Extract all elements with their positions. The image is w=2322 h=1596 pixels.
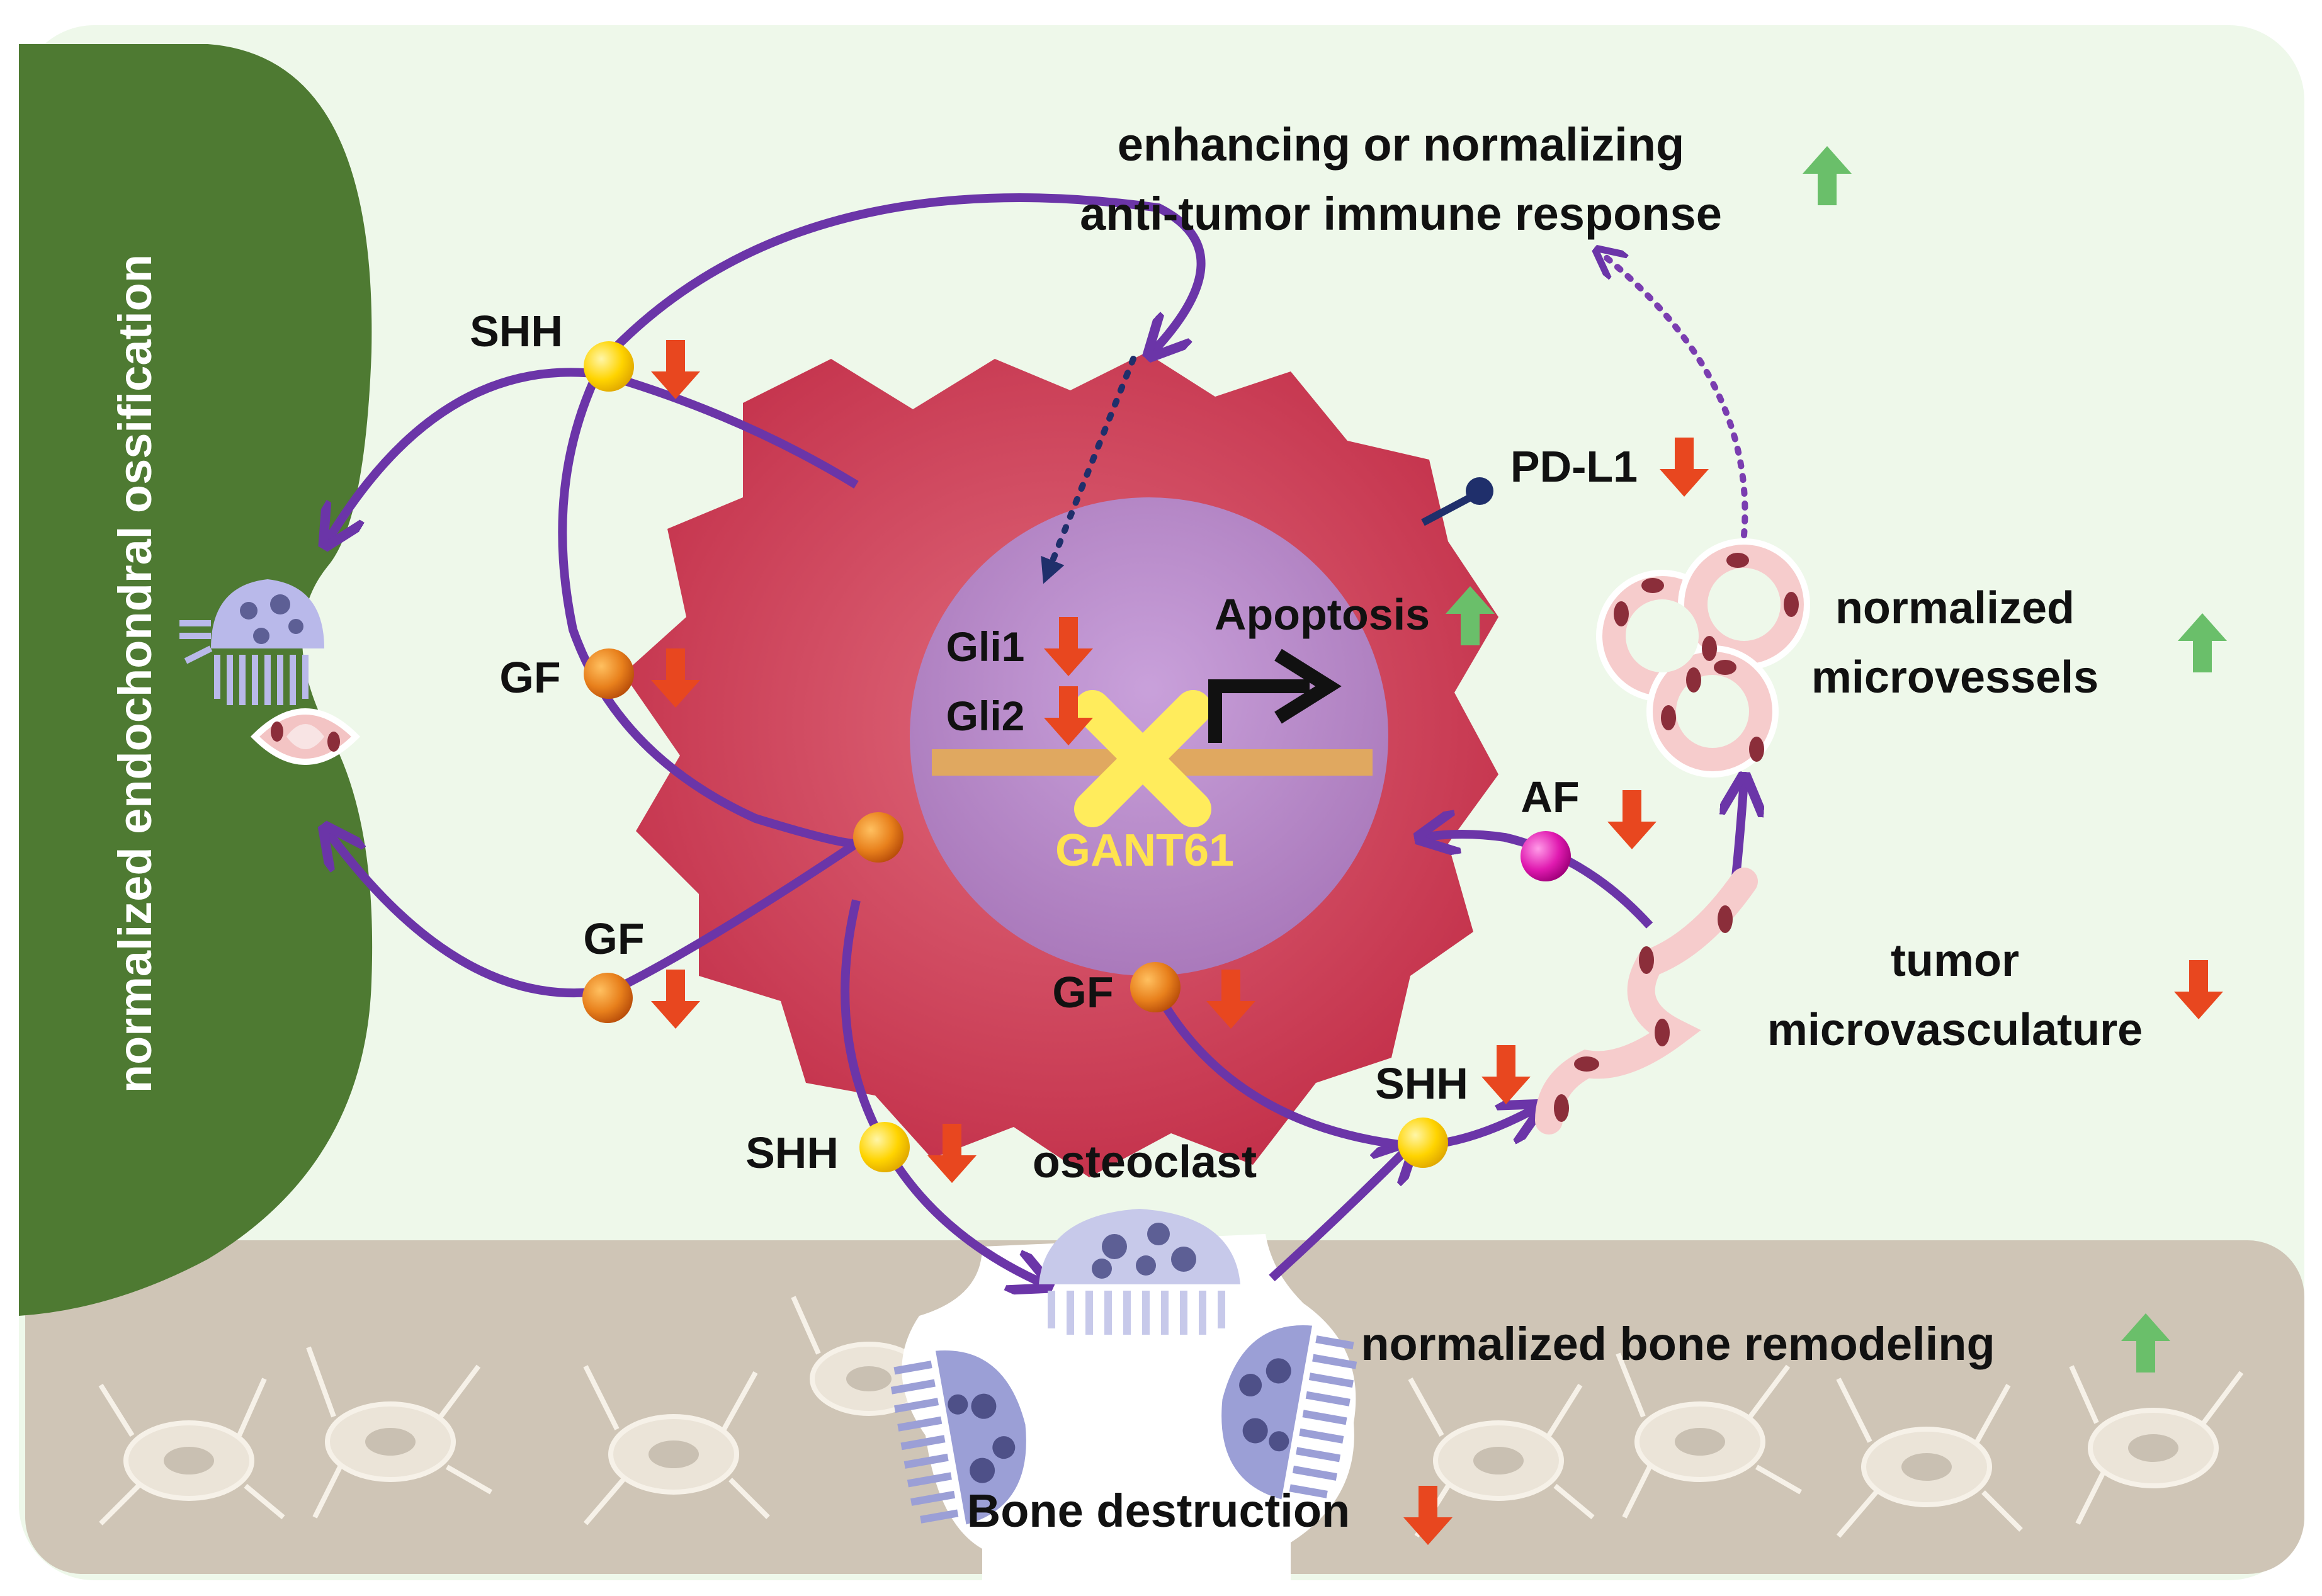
red-down-arrow-icon bbox=[1660, 438, 1709, 497]
red-down-arrow-icon bbox=[1044, 686, 1093, 745]
af-label: AF bbox=[1521, 773, 1579, 822]
shh-ligand-icon-top bbox=[584, 341, 634, 392]
increase-arrows bbox=[1446, 146, 2227, 1372]
arrow-gf-to-vessels bbox=[1154, 992, 1536, 1151]
inhibition-x-icon bbox=[1074, 690, 1211, 827]
pdl1-label: PD-L1 bbox=[1510, 442, 1638, 491]
gf-label-bottom: GF bbox=[1052, 968, 1113, 1017]
osteoclast-label: osteoclast bbox=[1033, 1137, 1257, 1187]
immune-response-label-line1: enhancing or normalizing bbox=[1118, 118, 1684, 171]
red-down-arrow-icon bbox=[651, 648, 700, 708]
transcription-arrowhead bbox=[1274, 648, 1342, 724]
drug-label: GANT61 bbox=[1055, 825, 1234, 876]
chondrocyte-cell-icon bbox=[179, 579, 324, 705]
pdl1-receptor-icon bbox=[1421, 477, 1493, 526]
green-up-arrow-icon bbox=[2178, 613, 2227, 672]
red-down-arrow-icon bbox=[927, 1124, 977, 1183]
red-down-arrow-icon bbox=[651, 340, 700, 399]
osteoclast-cell-icon bbox=[890, 1209, 1357, 1525]
gf-ligand-icon-tumor bbox=[853, 812, 903, 863]
bone-remodeling-label: normalized bone remodeling bbox=[1361, 1318, 1995, 1370]
shh-label-right: SHH bbox=[1375, 1059, 1468, 1108]
red-down-arrow-icon bbox=[2174, 960, 2223, 1019]
gli1-label: Gli1 bbox=[946, 623, 1025, 670]
green-up-arrow-icon bbox=[1803, 146, 1852, 205]
red-down-arrow-icon bbox=[1206, 970, 1255, 1029]
dotted-arrow-immune bbox=[1599, 252, 1748, 538]
apoptosis-label: Apoptosis bbox=[1215, 590, 1430, 639]
osteocyte-cells bbox=[98, 1296, 2244, 1538]
ligand-icons bbox=[582, 341, 1571, 1172]
gf-label-left: GF bbox=[499, 653, 560, 702]
gf-ligand-icon-left bbox=[584, 648, 634, 699]
tumor-microvasculature-label-line1: tumor bbox=[1891, 936, 2019, 986]
tumor-microvasculature-label-line2: microvasculature bbox=[1767, 1005, 2143, 1055]
dotted-arrow-nucleus bbox=[1041, 356, 1136, 584]
decrease-arrows bbox=[651, 340, 2223, 1545]
normalized-microvessels-icon bbox=[1596, 538, 1810, 778]
immune-response-label-line2: anti-tumor immune response bbox=[1080, 188, 1722, 240]
resorption-pit bbox=[902, 1234, 1356, 1580]
red-down-arrow-icon bbox=[1607, 790, 1657, 849]
tumor-microvasculature-icon bbox=[1535, 868, 1758, 1135]
arrow-top-loop bbox=[601, 193, 1206, 359]
transcription-arrow-icon bbox=[1208, 679, 1310, 743]
af-ligand-icon bbox=[1521, 831, 1571, 881]
red-down-arrow-icon bbox=[1481, 1045, 1531, 1104]
shh-label-top: SHH bbox=[470, 307, 563, 356]
gf-label-lower-left: GF bbox=[583, 914, 644, 963]
gf-ligand-icon-lower-left bbox=[582, 973, 633, 1023]
shh-ligand-icon-bottom bbox=[859, 1122, 910, 1172]
microvessels-label-line1: normalized bbox=[1835, 583, 2075, 633]
red-down-arrow-icon bbox=[651, 970, 700, 1029]
gli2-label: Gli2 bbox=[946, 693, 1025, 739]
green-up-arrow-icon bbox=[1446, 586, 1495, 645]
arrow-af-to-tumor bbox=[1423, 834, 1653, 929]
vessel-cell-icon bbox=[250, 708, 361, 765]
arrow-osteoclast-to-vessels bbox=[1269, 1146, 1410, 1282]
bone-destruction-label: Bone destruction bbox=[967, 1485, 1350, 1537]
shh-label-bottom: SHH bbox=[745, 1128, 839, 1177]
shh-ligand-icon-right bbox=[1398, 1118, 1448, 1168]
ossification-zone bbox=[19, 44, 373, 1316]
microvessels-label-line2: microvessels bbox=[1811, 652, 2098, 703]
green-up-arrow-icon bbox=[2121, 1313, 2170, 1372]
gf-ligand-icon-bottom bbox=[1130, 962, 1181, 1012]
side-title: normalized endochondral ossification bbox=[109, 254, 161, 1093]
red-down-arrow-icon bbox=[1044, 617, 1093, 676]
red-down-arrow-icon bbox=[1403, 1486, 1453, 1545]
